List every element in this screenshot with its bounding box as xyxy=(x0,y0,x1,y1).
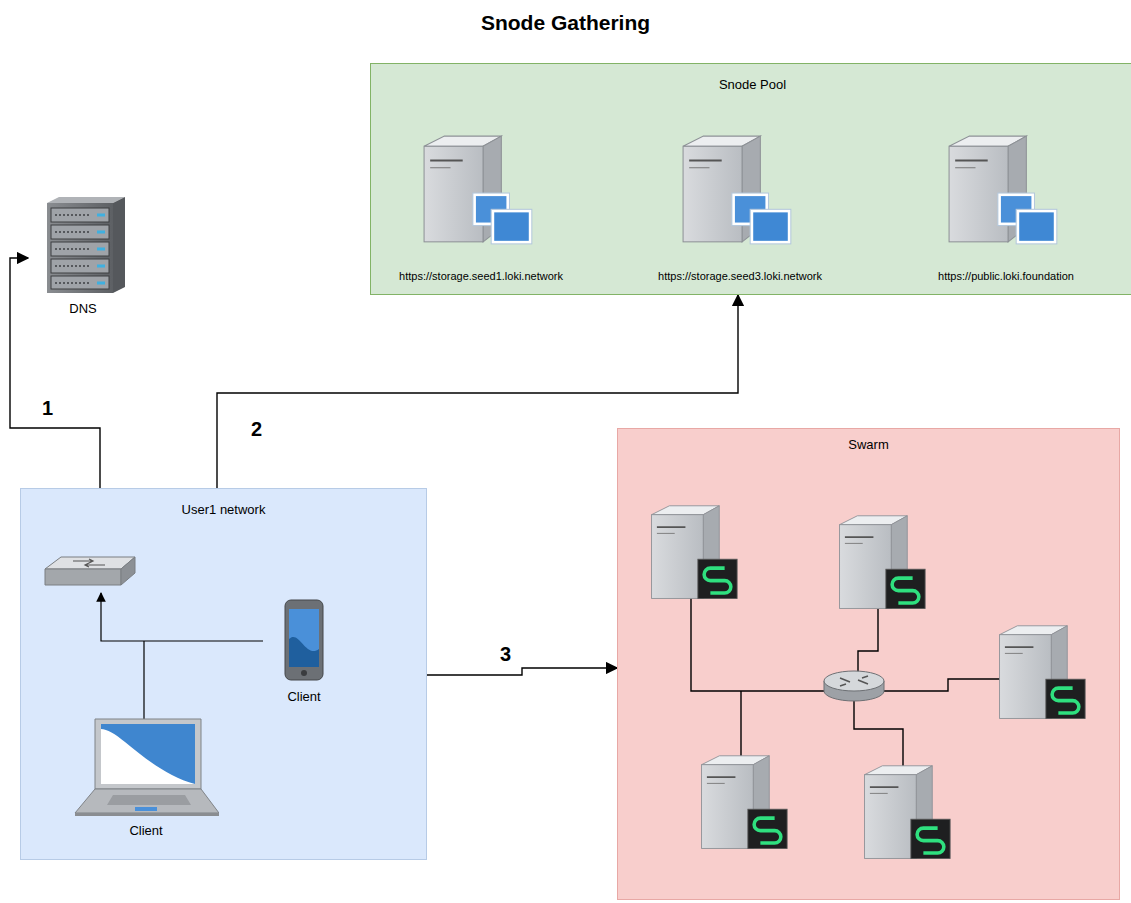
swarm-links xyxy=(691,594,1000,767)
client-link xyxy=(101,593,263,641)
step-number: 1 xyxy=(40,397,55,419)
node-label: Client xyxy=(287,689,320,704)
connector-arrow xyxy=(427,668,617,675)
snode-pool-group: Snode Pool https://storage.seed1.loki.net… xyxy=(370,63,1131,295)
seed-server-icon xyxy=(945,134,1067,246)
seed-server-icon xyxy=(679,134,801,246)
session-node xyxy=(652,506,738,599)
network-switch xyxy=(45,557,135,585)
client-link xyxy=(143,641,144,721)
dns-server: DNS xyxy=(28,195,138,323)
seed-server: https://public.loki.foundation xyxy=(896,134,1116,292)
seed-server-icon xyxy=(420,134,542,246)
swarm-group: Swarm xyxy=(617,428,1120,900)
seed-server: https://storage.seed1.loki.network xyxy=(371,134,591,292)
session-node xyxy=(865,766,951,859)
seed-server: https://storage.seed3.loki.network xyxy=(630,134,850,292)
group-label: Swarm xyxy=(618,437,1119,452)
group-label: User1 network xyxy=(21,502,426,517)
node-label: Client xyxy=(129,823,162,838)
diagram-title: Snode Gathering xyxy=(0,11,1131,35)
swarm-router xyxy=(824,671,884,701)
node-label: https://public.loki.foundation xyxy=(938,270,1074,282)
user-network-group: User1 networkClientClient xyxy=(20,488,427,860)
session-node xyxy=(840,516,926,609)
swarm-illustration xyxy=(618,429,1111,901)
client-laptop: Client xyxy=(66,717,226,847)
group-label: Snode Pool xyxy=(371,77,1131,92)
client-phone-icon xyxy=(284,599,324,681)
session-node xyxy=(702,756,788,849)
node-label: https://storage.seed1.loki.network xyxy=(399,270,563,282)
dns-server-icon xyxy=(33,195,133,295)
step-number: 3 xyxy=(498,643,513,665)
client-network-illustration xyxy=(21,489,418,861)
step-number: 2 xyxy=(249,418,264,440)
client-laptop-icon xyxy=(73,717,219,817)
node-label: DNS xyxy=(69,301,96,316)
node-label: https://storage.seed3.loki.network xyxy=(658,270,822,282)
client-phone: Client xyxy=(264,599,344,714)
session-node xyxy=(1000,626,1086,719)
